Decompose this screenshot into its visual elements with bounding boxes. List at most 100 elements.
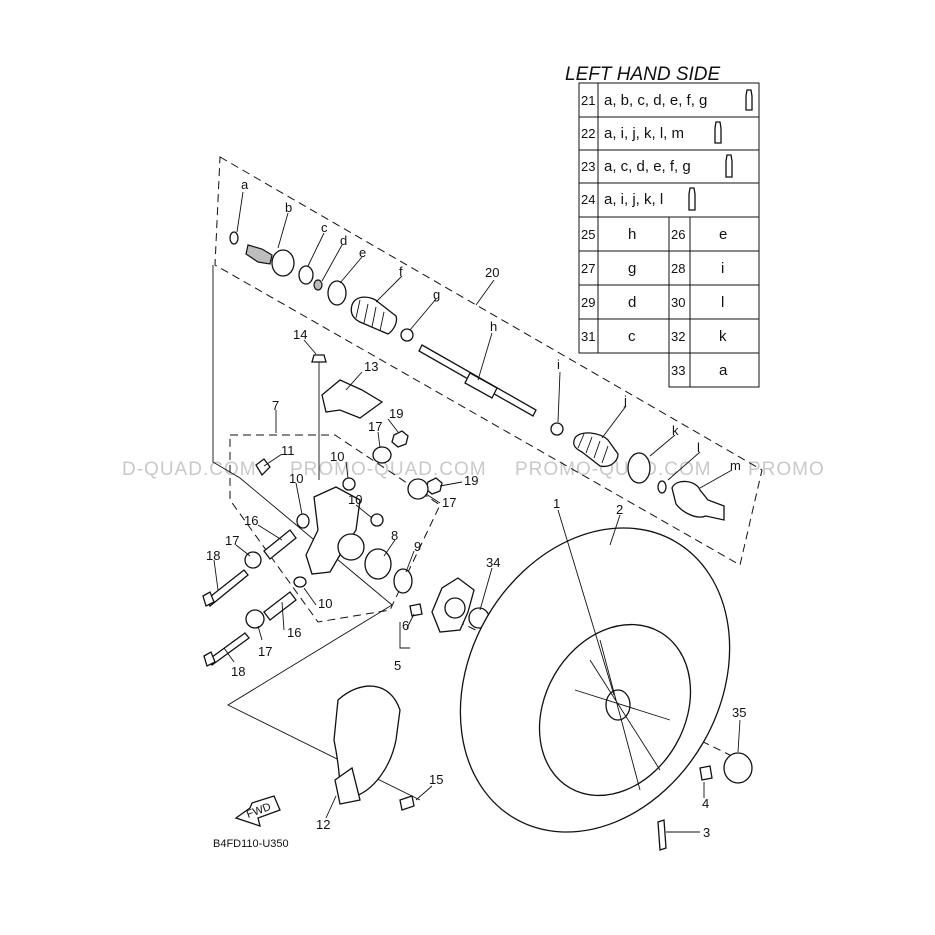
- bushing-17-left-lower: [245, 609, 265, 629]
- grease-tube-icon: [688, 187, 696, 211]
- callout-18-lower: 18: [231, 664, 245, 679]
- callout-16-lower: 16: [287, 625, 301, 640]
- collar-16-lower: [263, 591, 297, 621]
- shaft-h-center: [464, 372, 498, 399]
- circlip-9: [393, 568, 413, 594]
- callout-17-lower: 17: [258, 644, 272, 659]
- grease-tube-icon: [745, 89, 753, 111]
- kit-letters: a, b, c, d, e, f, g: [604, 92, 707, 109]
- pair-letter: c: [628, 328, 636, 345]
- kit-row: 21 a, b, c, d, e, f, g: [581, 89, 753, 111]
- washer-10-bottom: [293, 576, 307, 588]
- pair-letter: g: [628, 260, 636, 277]
- callout-17: 17: [368, 419, 382, 434]
- pair-number: 26: [671, 227, 685, 242]
- kit-number: 21: [581, 93, 595, 108]
- callout-b: b: [285, 200, 292, 215]
- bolt-18-head: [202, 591, 215, 607]
- washer-10-right: [370, 513, 384, 527]
- callout-d: d: [340, 233, 347, 248]
- stud-6: [409, 603, 423, 617]
- pair-letter: d: [628, 294, 636, 311]
- valve-3: [657, 819, 667, 851]
- callouts: a b c d e f g h i j k l m 20 14 13 7 19 …: [206, 177, 746, 840]
- callout-14: 14: [293, 327, 307, 342]
- callout-10-bottom: 10: [318, 596, 332, 611]
- pair-number: 32: [671, 329, 685, 344]
- wheel-nut-4: [699, 765, 713, 781]
- band-k: [627, 452, 651, 484]
- band-i: [550, 422, 564, 436]
- bolt-18-lower-head: [203, 651, 216, 667]
- kit-letters: a, i, j, k, l, m: [604, 125, 684, 142]
- brake-disc: [333, 685, 415, 811]
- pair-letter: e: [719, 226, 727, 243]
- bracket-13: [321, 379, 384, 419]
- pair-number: 30: [671, 295, 685, 310]
- knuckle-body: [305, 486, 361, 575]
- knuckle-bore: [337, 533, 365, 561]
- callout-m: m: [730, 458, 741, 473]
- callout-9: 9: [414, 539, 421, 554]
- callout-e: e: [359, 245, 366, 260]
- kit-letters: a, c, d, e, f, g: [604, 158, 691, 175]
- callout-k: k: [672, 423, 679, 438]
- pair-cell: 26 e: [671, 226, 727, 243]
- diagram-code: B4FD110-U350: [213, 838, 289, 850]
- grease-tube-icon: [714, 121, 722, 144]
- collar-16: [263, 529, 297, 560]
- cv-joint-outer-b: [245, 244, 273, 265]
- boot-j: [573, 432, 619, 468]
- bolt-14: [311, 354, 327, 363]
- callout-15: 15: [429, 772, 443, 787]
- callout-6: 6: [402, 618, 409, 633]
- bushing-17-right: [407, 478, 429, 500]
- fwd-arrow-icon: [234, 795, 281, 827]
- bearing-8: [364, 548, 392, 580]
- washer-10-left: [296, 513, 310, 529]
- callout-16: 16: [244, 513, 258, 528]
- brake-disc-mount: [334, 766, 361, 805]
- callout-19-lower: 19: [464, 473, 478, 488]
- pair-letter: i: [721, 260, 724, 277]
- circlip-a: [229, 231, 239, 245]
- leader-lines: [213, 191, 741, 833]
- washer-10: [342, 477, 356, 491]
- pair-cell: 29 d: [581, 294, 636, 311]
- callout-4: 4: [702, 796, 709, 811]
- pair-cell: 32 k: [671, 328, 727, 345]
- bushing-17-left: [244, 551, 262, 569]
- callout-g: g: [433, 287, 440, 302]
- callout-17-right: 17: [442, 495, 456, 510]
- diagram-title: LEFT HAND SIDE: [565, 64, 721, 85]
- band-g: [400, 328, 414, 342]
- callout-20: 20: [485, 265, 499, 280]
- callout-5: 5: [394, 658, 401, 673]
- callout-3: 3: [703, 825, 710, 840]
- callout-34: 34: [486, 555, 500, 570]
- clamp-d: [313, 279, 323, 291]
- callout-11: 11: [281, 443, 295, 458]
- pair-number: 29: [581, 295, 595, 310]
- pair-letter: k: [719, 328, 727, 345]
- callout-f: f: [399, 264, 403, 279]
- bolt-15: [399, 795, 415, 811]
- callout-i: i: [557, 357, 560, 372]
- clip-l: [657, 480, 667, 494]
- kit-row: 24 a, i, j, k, l: [581, 187, 696, 211]
- kit-row: 23 a, c, d, e, f, g: [581, 154, 733, 178]
- hub-assembly: [409, 577, 490, 633]
- drive-shaft-assembly-outline: [214, 156, 763, 566]
- callout-7: 7: [272, 398, 279, 413]
- callout-j: j: [623, 393, 627, 408]
- wheel-assembly: [459, 527, 753, 851]
- hub-center: [444, 597, 466, 619]
- grease-tube-icon: [725, 154, 733, 178]
- callout-18: 18: [206, 548, 220, 563]
- band-e: [327, 280, 347, 306]
